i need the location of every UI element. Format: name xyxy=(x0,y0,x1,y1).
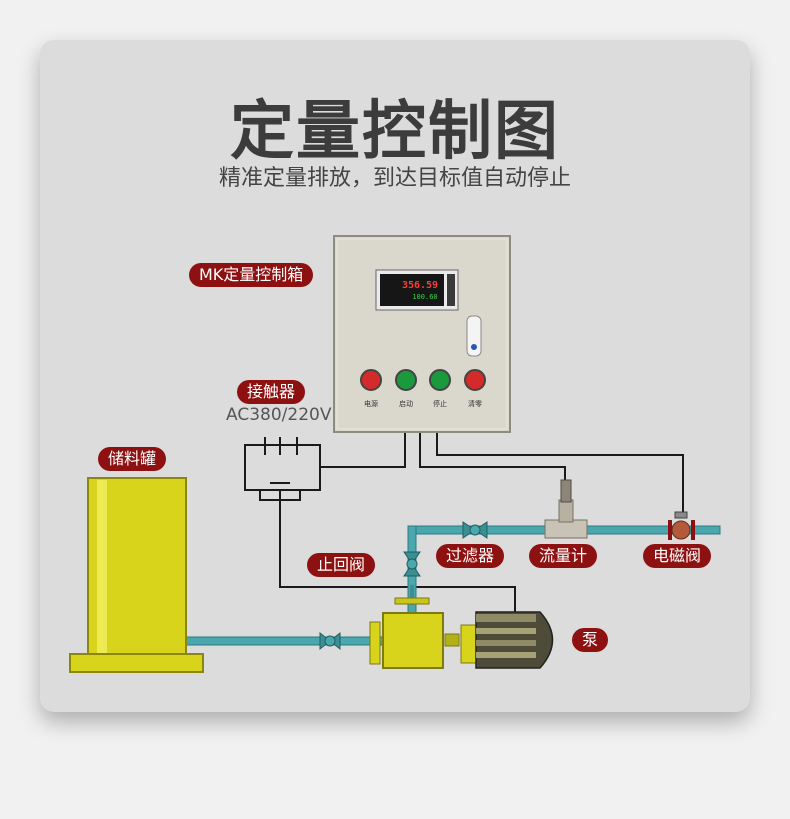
control-buttons xyxy=(360,369,486,391)
button-label-power: 电源 xyxy=(364,399,378,408)
filter xyxy=(462,521,488,539)
label-tank: 储料罐 xyxy=(98,447,167,471)
check-valve xyxy=(394,551,430,605)
label-filter: 过滤器 xyxy=(436,544,505,568)
button-reset[interactable] xyxy=(464,369,486,391)
button-power[interactable] xyxy=(360,369,382,391)
contactor-symbol xyxy=(244,437,321,501)
label-contactor-spec: AC380/220V xyxy=(226,405,332,425)
control-box xyxy=(333,235,511,433)
page-title: 定量控制图 xyxy=(230,95,560,169)
control-wires xyxy=(279,430,684,612)
display-primary: 356.59 xyxy=(402,280,438,291)
solenoid-valve xyxy=(668,511,695,540)
label-pump: 泵 xyxy=(572,628,609,652)
button-label-reset: 清零 xyxy=(468,399,482,408)
storage-tank xyxy=(69,477,204,673)
flowmeter xyxy=(544,479,588,539)
label-control-box: MK定量控制箱 xyxy=(189,263,314,287)
label-flowmeter: 流量计 xyxy=(529,544,598,568)
button-label-stop: 停止 xyxy=(433,399,447,408)
button-label-start: 启动 xyxy=(399,399,413,408)
pump xyxy=(369,611,554,669)
button-stop[interactable] xyxy=(429,369,451,391)
button-start[interactable] xyxy=(395,369,417,391)
display-secondary: 100.60 xyxy=(412,293,437,301)
page-subtitle: 精准定量排放，到达目标值自动停止 xyxy=(218,166,571,191)
label-check-valve: 止回阀 xyxy=(307,553,376,577)
label-solenoid-valve: 电磁阀 xyxy=(643,544,712,568)
inlet-valve xyxy=(319,631,341,651)
label-contactor: 接触器 xyxy=(237,380,306,404)
